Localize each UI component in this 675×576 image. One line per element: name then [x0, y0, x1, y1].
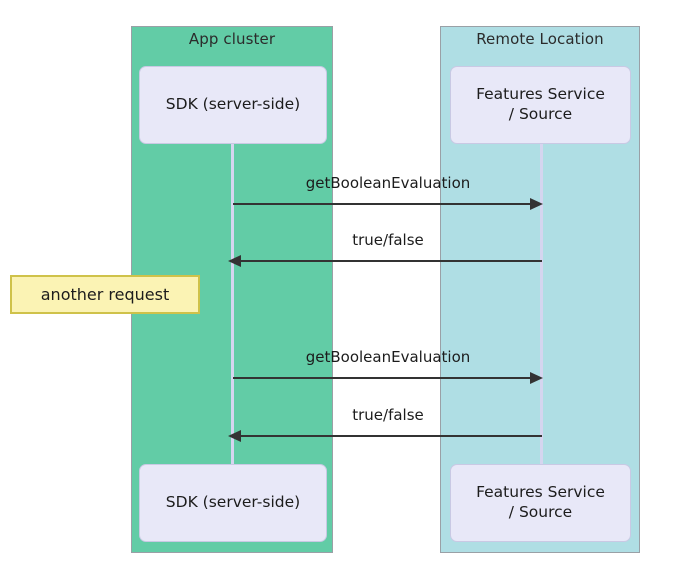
- arrowhead-left-icon-2: [228, 255, 241, 267]
- message-line-3: [233, 377, 536, 379]
- note-another-request: another request: [10, 275, 200, 314]
- participant-label-sdk-top: SDK (server-side): [165, 95, 301, 114]
- participant-box-sdk-top[interactable]: SDK (server-side): [139, 66, 327, 144]
- message-label-1: getBooleanEvaluation: [305, 174, 471, 192]
- participant-label-features-service-top: Features Service / Source: [476, 85, 605, 123]
- message-line-2: [240, 260, 542, 262]
- message-label-3: getBooleanEvaluation: [305, 348, 471, 366]
- message-line-4: [240, 435, 542, 437]
- group-title-remote-location: Remote Location: [476, 30, 604, 48]
- participant-box-features-service-top[interactable]: Features Service / Source: [450, 66, 631, 144]
- participant-label-sdk-bottom: SDK (server-side): [165, 493, 301, 512]
- message-label-4: true/false: [352, 406, 424, 424]
- note-text: another request: [40, 285, 170, 304]
- participant-label-features-service-bottom: Features Service / Source: [476, 483, 605, 521]
- participant-box-features-service-bottom[interactable]: Features Service / Source: [450, 464, 631, 542]
- message-label-2: true/false: [352, 231, 424, 249]
- arrowhead-right-icon-1: [530, 198, 543, 210]
- lifeline-sdk: [231, 143, 234, 473]
- arrowhead-right-icon-3: [530, 372, 543, 384]
- group-title-app-cluster: App cluster: [188, 30, 276, 48]
- lifeline-features-service: [540, 143, 543, 473]
- arrowhead-left-icon-4: [228, 430, 241, 442]
- participant-box-sdk-bottom[interactable]: SDK (server-side): [139, 464, 327, 542]
- message-line-1: [233, 203, 536, 205]
